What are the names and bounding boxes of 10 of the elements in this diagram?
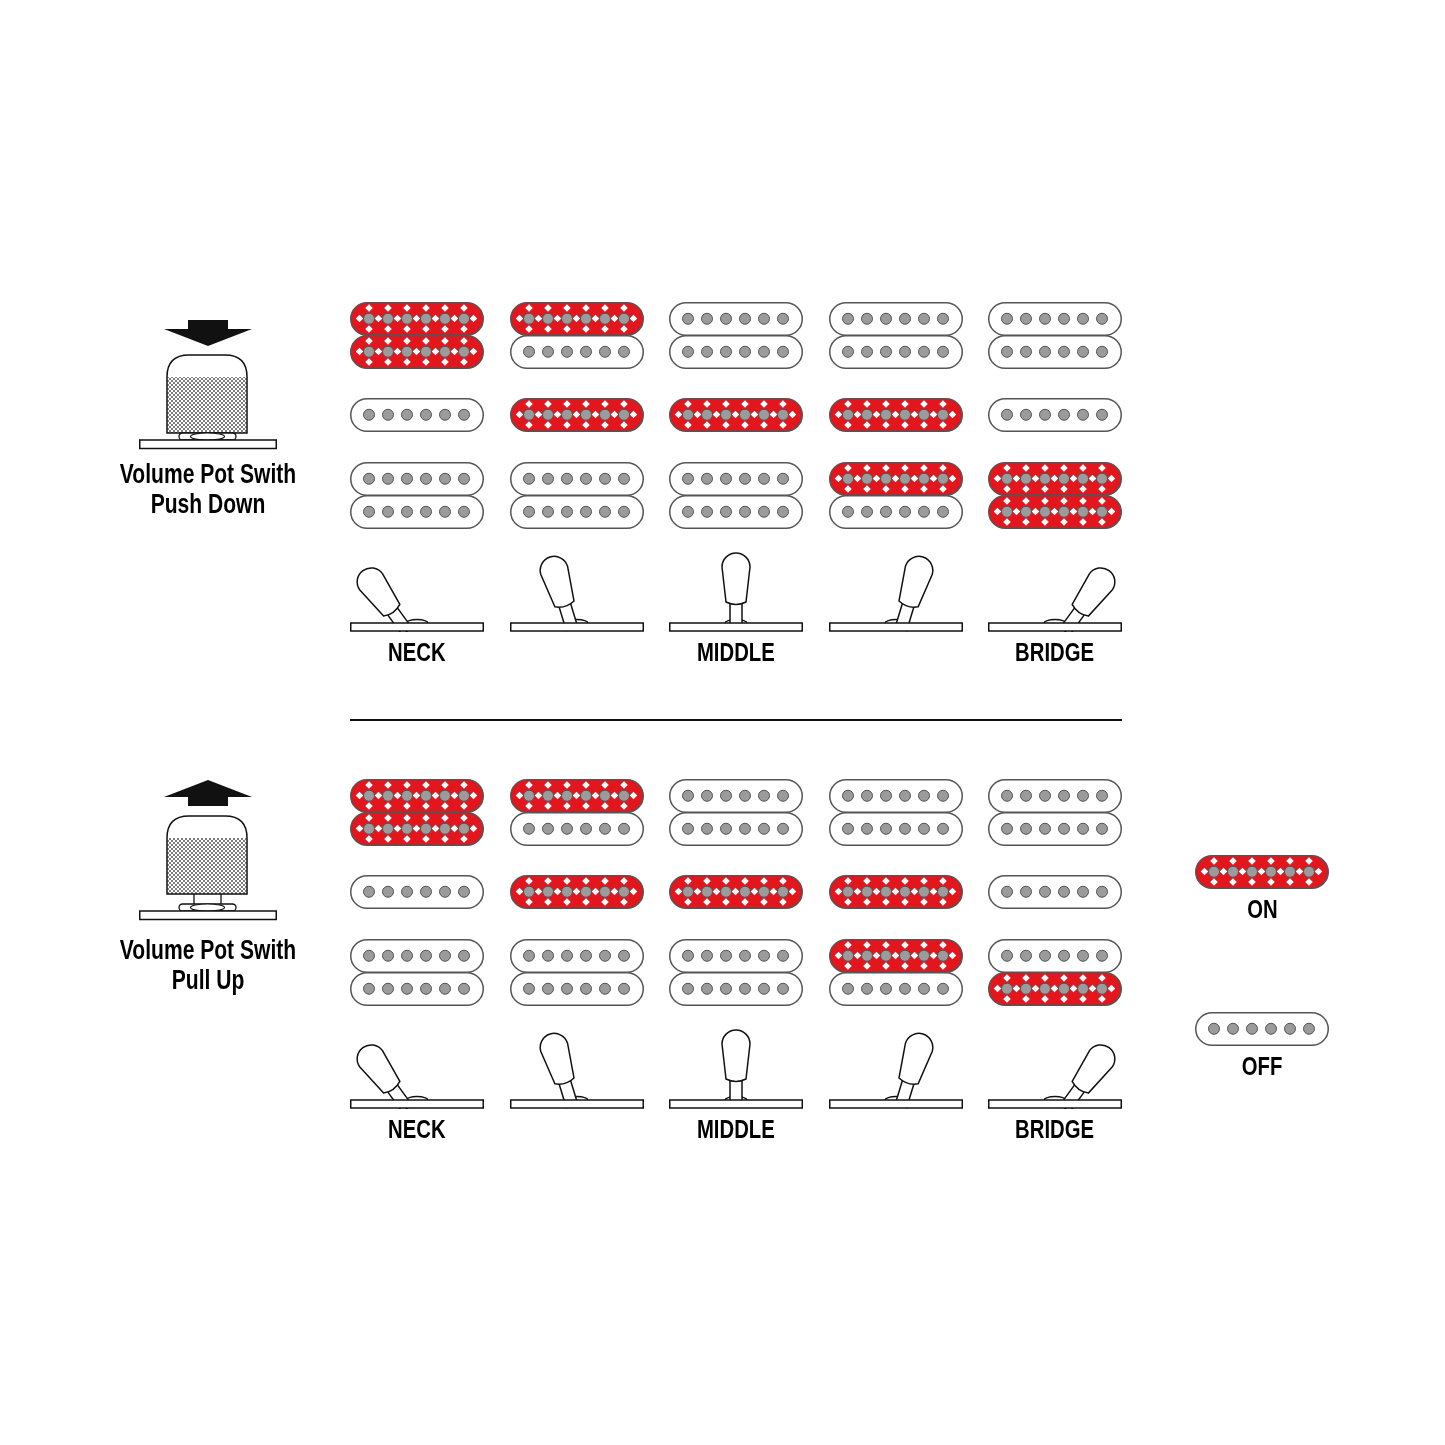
knob-caption: Volume Pot Swith Push Down (118, 459, 298, 519)
knob-caption: Volume Pot Swith Pull Up (118, 935, 298, 995)
legend-label: OFF (1241, 1052, 1283, 1080)
position-label: MIDDLE (697, 1115, 775, 1143)
position-label: BRIDGE (1015, 1115, 1095, 1143)
position-label: BRIDGE (1015, 638, 1095, 666)
position-label: NECK (388, 638, 446, 666)
position-label: MIDDLE (697, 638, 775, 666)
legend-label: ON (1246, 895, 1278, 923)
position-label: NECK (388, 1115, 446, 1143)
